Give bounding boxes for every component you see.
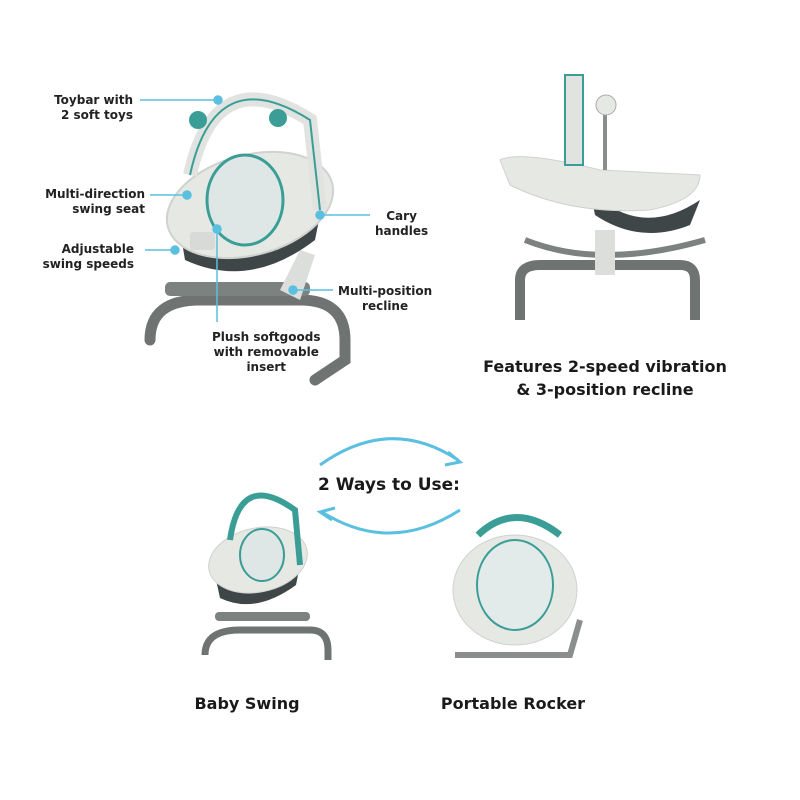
callout-carry-handles: Cary handles: [375, 209, 429, 238]
features-caption: Features 2-speed vibration & 3-position …: [483, 357, 727, 399]
ways-title: 2 Ways to Use:: [318, 475, 460, 495]
mode-label-baby-swing: Baby Swing: [194, 694, 300, 713]
callout-toybar: Toybar with 2 soft toys: [54, 93, 133, 122]
mode-label-portable-rocker: Portable Rocker: [440, 694, 586, 713]
portable-rocker-illustration: [452, 514, 583, 658]
callout-recline: Multi-position recline: [338, 284, 433, 313]
callout-softgoods: Plush softgoods with removable insert: [212, 330, 321, 374]
callout-swing-seat: Multi-direction swing seat: [45, 187, 145, 216]
baby-swing-illustration: [201, 492, 332, 660]
swing-main-illustration: [140, 92, 370, 386]
two-ways-arrows: [316, 437, 464, 535]
rocker-recline-illustration: [499, 74, 706, 320]
callout-swing-speeds: Adjustable swing speeds: [42, 242, 134, 271]
